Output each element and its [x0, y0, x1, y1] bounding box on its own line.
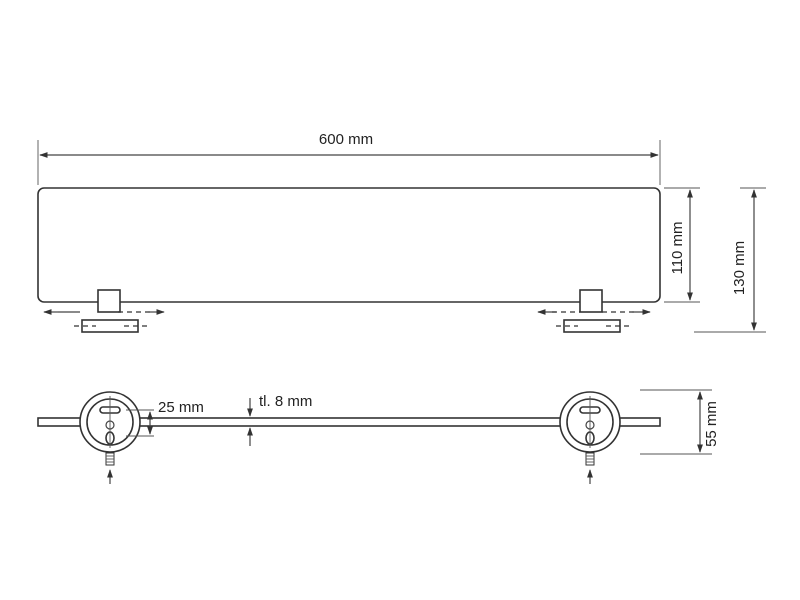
glass-shelf-top: [37, 417, 661, 427]
left-bracket-top: [79, 391, 141, 484]
thickness-label: tl. 8 mm: [259, 393, 312, 410]
height-inner-dimension: 110 mm: [664, 187, 700, 303]
left-bracket-front: [43, 289, 165, 333]
length-dimension: 600 mm: [37, 131, 661, 185]
front-view: 600 mm: [37, 131, 766, 333]
length-label: 600 mm: [319, 131, 373, 148]
hole-spacing-label: 25 mm: [158, 399, 204, 416]
thickness-dimension: tl. 8 mm: [247, 393, 312, 446]
height-outer-dimension: 130 mm: [694, 187, 766, 333]
hole-spacing-dimension: 25 mm: [126, 399, 204, 437]
right-bracket-top: [559, 391, 621, 484]
height-inner-label: 110 mm: [669, 221, 686, 274]
depth-dimension: 55 mm: [640, 389, 720, 455]
height-outer-label: 130 mm: [731, 241, 748, 295]
right-bracket-front: [537, 289, 651, 333]
top-view: 25 mm tl. 8 mm 55 mm: [37, 389, 720, 484]
depth-label: 55 mm: [703, 401, 720, 447]
glass-shelf-front: [37, 187, 661, 303]
